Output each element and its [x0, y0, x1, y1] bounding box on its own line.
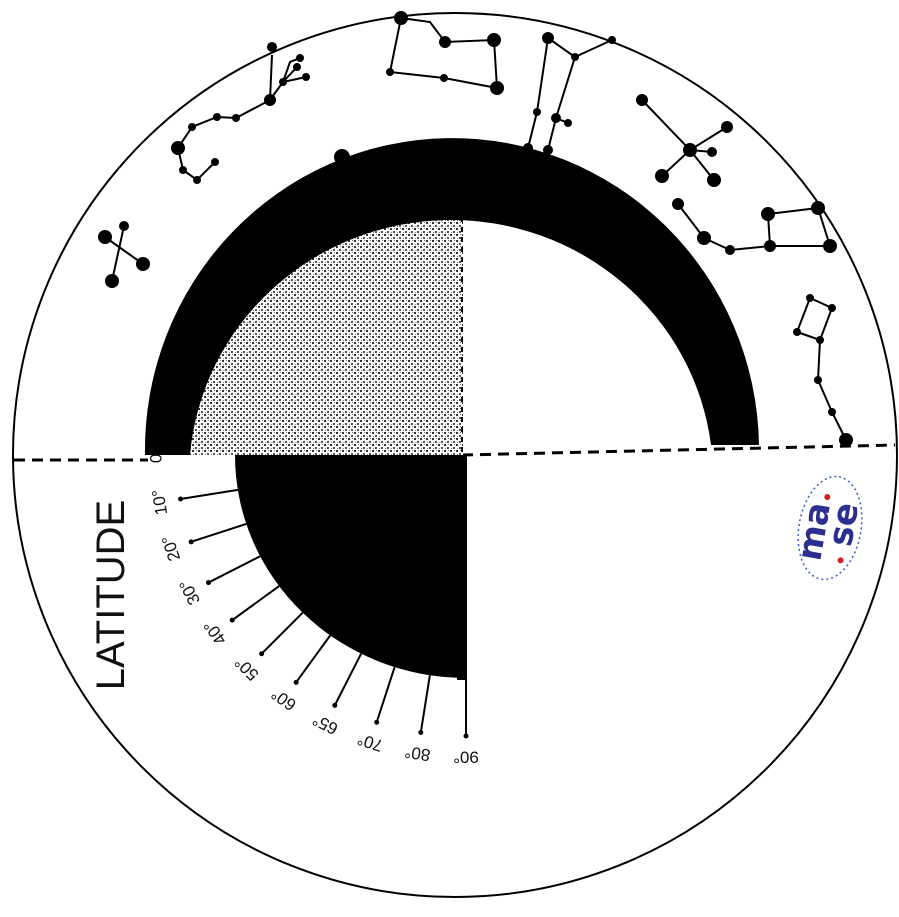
black-quadrant-edge — [457, 455, 467, 680]
latitude-tick-label: 90° — [453, 748, 479, 767]
latitude-tick-dot — [259, 651, 264, 656]
latitude-label: LATITUDE — [89, 500, 133, 690]
latitude-tick-dot — [189, 539, 194, 544]
latitude-tick-dot — [294, 680, 299, 685]
latitude-tick-dot — [230, 618, 235, 623]
latitude-tick-label: 10° — [148, 488, 171, 516]
latitude-tick-dot — [418, 730, 423, 735]
latitude-tick-label: 80° — [403, 742, 431, 765]
latitude-tick-dot — [374, 720, 379, 725]
latitude-tick-dot — [206, 580, 211, 585]
logo-text-se: se — [820, 500, 867, 550]
latitude-tick-dot — [332, 703, 337, 708]
latitude-tick-dot — [178, 496, 183, 501]
latitude-tick-label: 0° — [146, 447, 165, 463]
latitude-tick-dot — [464, 734, 469, 739]
